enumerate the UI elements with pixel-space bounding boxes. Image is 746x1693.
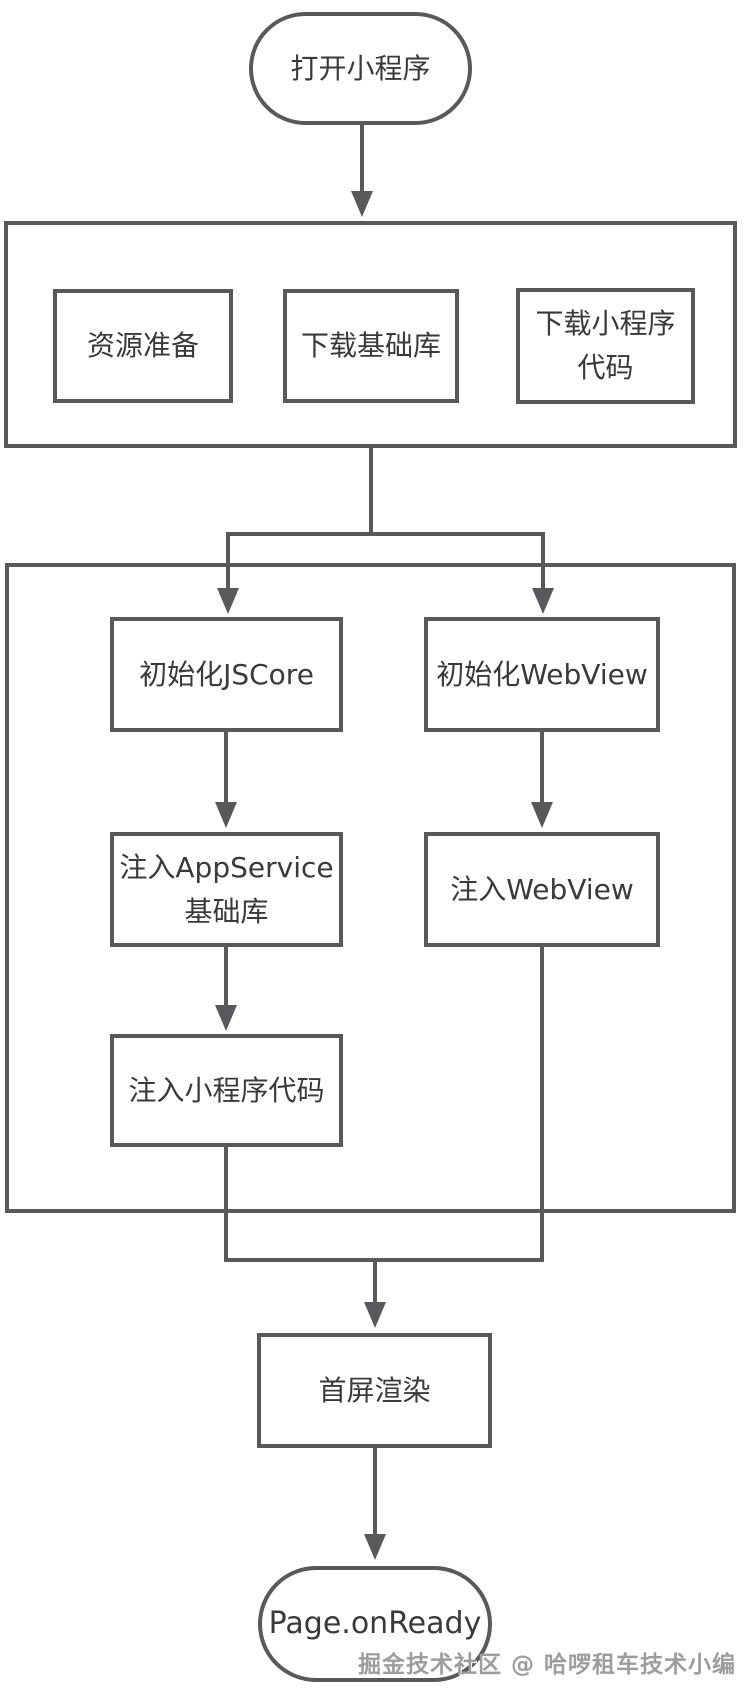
connector-split-left-line [226,532,230,590]
connector-split-right-line [541,532,545,590]
resource-stage-container-box [4,221,737,448]
resource-prepare-node: 资源准备 [53,289,233,403]
arrowhead-down-icon [217,588,239,614]
arrowhead-down-icon [364,1302,386,1328]
node-label-line1: 下载小程序 [535,307,676,340]
init-jscore-node: 初始化JSCore [110,617,343,732]
connector-jscore-to-appservice-line [224,732,228,804]
node-label: 注入WebView [450,872,634,906]
first-render-node: 首屏渲染 [257,1333,492,1448]
node-label: 注入小程序代码 [128,1073,325,1107]
node-label-line2: 代码 [577,351,634,384]
inject-appservice-node: 注入AppService 基础库 [110,832,343,947]
connector-merge-down-line [373,1258,377,1304]
start-terminator-node: 打开小程序 [249,12,472,125]
connector-webview-down-line [540,947,544,1262]
node-label: 首屏渲染 [318,1373,431,1407]
connector-code-down-line [224,1147,228,1262]
arrowhead-down-icon [215,1005,237,1031]
connector-render-to-end-line [373,1448,377,1536]
node-label: 下载基础库 [300,329,441,362]
watermark-text: 掘金技术社区 @ 哈啰租车技术小编 [357,1652,736,1678]
download-mini-code-node: 下载小程序 代码 [516,288,695,404]
end-terminator-node: Page.onReady [258,1566,492,1682]
arrowhead-down-icon [351,191,373,217]
node-label: 初始化WebView [436,657,648,691]
inject-webview-node: 注入WebView [424,832,660,947]
arrowhead-down-icon [215,802,237,828]
node-label-line2: 基础库 [184,894,269,928]
connector-appservice-to-code-line [224,947,228,1007]
connector-start-to-stage1-line [360,125,364,193]
connector-initwebview-to-injectwebview-line [540,732,544,804]
connector-merge-horizontal-line [224,1258,544,1262]
node-label: Page.onReady [268,1606,482,1641]
node-label: 资源准备 [86,329,199,362]
inject-mini-code-node: 注入小程序代码 [110,1034,343,1147]
init-webview-node: 初始化WebView [424,617,660,732]
connector-split-horizontal-line [226,532,545,536]
connector-stage1-down-line [369,448,373,536]
node-label: 打开小程序 [290,51,431,85]
node-label: 初始化JSCore [139,657,314,691]
node-label-line1: 注入AppService [119,850,334,884]
download-base-lib-node: 下载基础库 [283,289,459,403]
arrowhead-down-icon [531,802,553,828]
init-stage-container-box [5,563,736,1213]
arrowhead-down-icon [364,1534,386,1560]
arrowhead-down-icon [532,588,554,614]
